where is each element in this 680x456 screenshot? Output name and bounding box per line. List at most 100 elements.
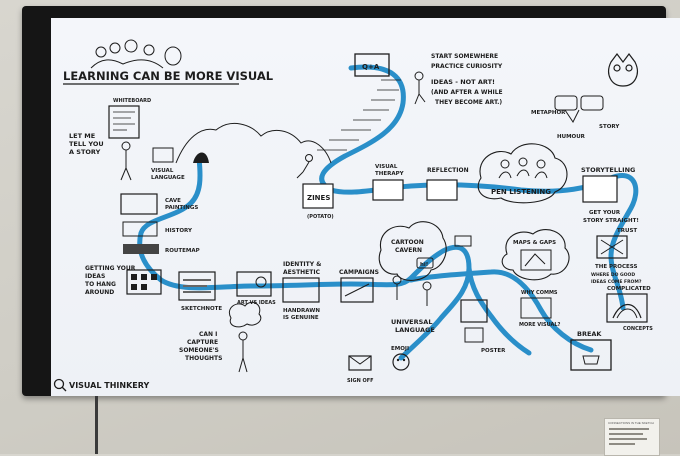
cartoon-cavern-1: CARTOON — [391, 239, 424, 246]
whiteboard-lines — [113, 111, 135, 131]
pen-listening-cloud — [477, 143, 568, 204]
map-lines — [524, 253, 546, 267]
universal-language-1: UNIVERSAL — [391, 318, 432, 326]
potato-label: (POTATO) — [307, 214, 334, 220]
identity-2: AESTHETIC — [283, 269, 321, 276]
tell-story-2: TELL YOU — [69, 140, 104, 148]
maps-gaps-sketch — [520, 249, 552, 271]
concepts-label: CONCEPTS — [623, 326, 653, 332]
why-comms-sketch — [520, 297, 552, 319]
people-doodle — [90, 39, 182, 69]
getting-ideas-2: IDEAS — [85, 273, 105, 280]
thought-cloud — [229, 301, 262, 328]
trust-label: TRUST — [617, 228, 637, 234]
visual-therapy-sketch — [372, 179, 404, 201]
cave-paintings-sketch — [120, 193, 158, 215]
wall-caption-card: CONNECTIONS IN THE SKETCH — [604, 418, 660, 456]
speech-bubble-right — [580, 95, 604, 111]
sketchnote-scribble — [183, 279, 211, 293]
rainbow-arc — [612, 303, 642, 319]
capture-3: SOMEONE'S — [179, 347, 219, 354]
top-note-5: THEY BECOME ART.) — [435, 99, 502, 106]
story-straight-2: STORY STRAIGHT! — [583, 218, 639, 224]
storytelling-label: STORYTELLING — [581, 166, 635, 174]
storyteller-figure — [120, 141, 132, 181]
universal-language-2: LANGUAGE — [395, 326, 435, 334]
whiteboard-label: WHITEBOARD — [113, 98, 151, 104]
hi-text: hi! — [420, 262, 428, 268]
complicated-concepts-sketch — [606, 293, 648, 323]
caption-title: CONNECTIONS IN THE SKETCH — [608, 421, 654, 425]
ideas-notes — [131, 274, 157, 290]
visual-therapy-2: THERAPY — [375, 171, 405, 177]
zines-label: ZINES — [307, 194, 330, 202]
break-label: BREAK — [577, 330, 602, 338]
climber-figure — [414, 71, 426, 105]
lightbulb-icon — [255, 276, 267, 288]
reflection-sketch — [426, 179, 458, 201]
visual-language-1: VISUAL — [151, 168, 174, 174]
getting-ideas-4: AROUND — [85, 289, 114, 296]
emoji-eye-left — [396, 358, 400, 362]
routemap-sketch — [123, 244, 159, 254]
capture-1: CAN I — [199, 331, 217, 338]
listening-figures — [498, 157, 548, 179]
top-note-4: (AND AFTER A WHILE — [431, 89, 503, 96]
art-vs-ideas-sketch — [236, 271, 272, 297]
caption-line — [609, 433, 643, 435]
runner-figure — [296, 154, 313, 179]
cartoon-cavern-cloud — [378, 221, 447, 281]
campaigns-sketch — [340, 277, 374, 303]
maps-gaps-label: MAPS & GAPS — [513, 240, 556, 246]
sketchnote-map: LEARNING CAN BE MORE VISUAL WHITEBOARD L… — [53, 39, 653, 392]
history-sketch — [122, 221, 158, 237]
sketchnote-sketch — [178, 271, 216, 301]
art-vs-ideas-label: ART VS IDEAS — [237, 300, 276, 306]
routemap-label: ROUTEMAP — [165, 248, 200, 254]
cave-paintings-2: PAINTINGS — [165, 205, 198, 211]
page-title: LEARNING CAN BE MORE VISUAL — [63, 69, 274, 83]
speech-bubble-left — [554, 95, 578, 111]
qa-label: Q+A — [362, 63, 380, 71]
why-comms-2: MORE VISUAL? — [519, 322, 561, 328]
campaigns-pen — [344, 283, 370, 297]
visual-therapy-1: VISUAL — [375, 164, 398, 170]
cave-entrance — [193, 152, 209, 163]
humour-label: HUMOUR — [557, 134, 586, 140]
caption-line — [609, 438, 647, 440]
power-cable — [95, 396, 98, 454]
emoji-eye-right — [402, 358, 406, 362]
top-note-3: IDEAS - NOT ART! — [431, 78, 495, 86]
trust-cross — [600, 239, 624, 255]
reflection-label: REFLECTION — [427, 167, 469, 174]
staircase — [317, 79, 401, 151]
sign-off-label: SIGN OFF — [347, 378, 374, 384]
campaigns-label: CAMPAIGNS — [339, 269, 379, 276]
paper-stack-icon — [454, 235, 472, 247]
handdrawn-2: IS GENUINE — [283, 315, 319, 321]
cartoon-figures — [392, 275, 432, 306]
bubble-connector — [564, 109, 580, 123]
break-sketch — [570, 339, 612, 371]
envelope-flap — [348, 355, 372, 365]
why-comms-1: WHY COMMS — [521, 290, 558, 296]
poster-label: POSTER — [481, 348, 506, 354]
visual-language-box — [152, 147, 174, 163]
tell-story-1: LET ME — [69, 132, 95, 140]
poster-sketch — [460, 299, 488, 323]
trust-sketch — [596, 235, 628, 259]
pen-listening-label: PEN LISTENING — [491, 188, 551, 196]
qa-box — [354, 53, 390, 77]
story-label: STORY — [599, 124, 620, 130]
owl-icon — [608, 53, 638, 87]
caption-line — [609, 443, 635, 445]
storytelling-sketch — [582, 175, 618, 203]
tell-story-3: A STORY — [69, 148, 101, 156]
metaphor-label: METAPHOR — [531, 110, 566, 116]
envelope-icon — [348, 355, 372, 371]
history-label: HISTORY — [165, 228, 193, 234]
cave-paintings-1: CAVE — [165, 198, 181, 204]
display-screen: LEARNING CAN BE MORE VISUAL WHITEBOARD L… — [51, 18, 680, 396]
sketchnote-label: SKETCHNOTE — [181, 306, 222, 312]
speech-bubble — [416, 257, 434, 269]
